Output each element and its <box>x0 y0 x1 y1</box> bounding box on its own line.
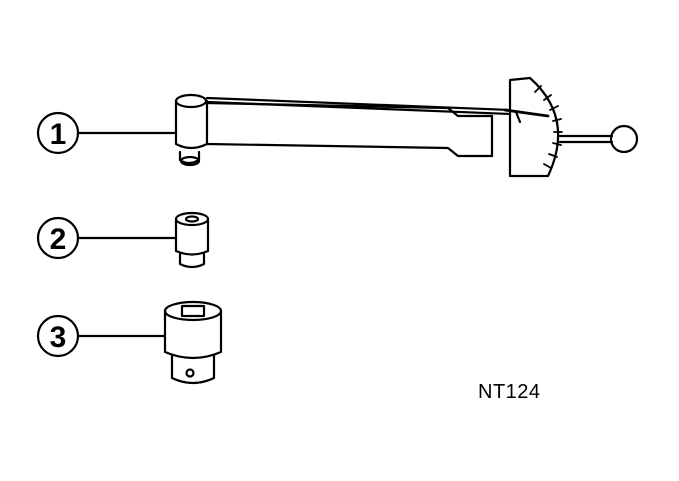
square-drive-hole <box>180 304 206 318</box>
figure-code: NT124 <box>478 381 541 403</box>
callout-2: 2 <box>36 216 178 260</box>
large-socket-adapter <box>163 300 223 385</box>
callout-1: 1 <box>36 111 178 155</box>
pointer-rod <box>205 96 550 118</box>
wrench-head <box>174 93 209 167</box>
callout-number: 3 <box>50 321 67 354</box>
scale-ticks <box>534 85 563 169</box>
small-socket-adapter <box>174 211 210 269</box>
wrench-grip <box>558 124 639 154</box>
scale-plate <box>508 76 563 178</box>
torque-wrench <box>174 76 639 178</box>
callout-number: 1 <box>50 118 67 151</box>
callout-number: 2 <box>50 223 67 256</box>
callout-3: 3 <box>36 314 166 358</box>
